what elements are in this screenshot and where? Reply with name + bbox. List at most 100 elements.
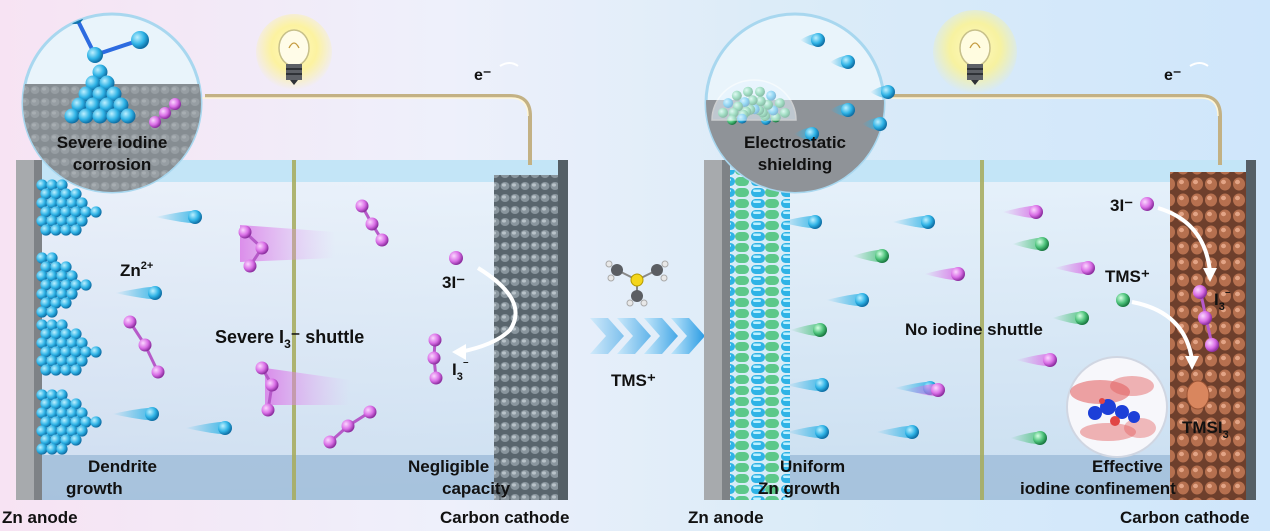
tms-label: TMS⁺: [1105, 267, 1150, 286]
zn-dendrite-sphere: [56, 270, 68, 282]
tmsi3-label: TMSI3: [1182, 418, 1229, 441]
tmsi3-particle: [1186, 380, 1210, 410]
right-bubble-label-2: shielding: [758, 155, 833, 174]
confinement-label-2: iodine confinement: [1020, 479, 1176, 498]
zn-dendrite-sphere: [46, 337, 58, 349]
zn-dendrite-sphere: [46, 319, 58, 331]
zn-dendrite-sphere: [40, 188, 52, 200]
zn-dendrite-sphere: [40, 346, 52, 358]
iodine-ion: [1054, 261, 1095, 275]
zn-dendrite-sphere: [56, 179, 68, 191]
zn-dendrite-sphere: [40, 261, 52, 273]
zn-pyramid-sphere: [85, 97, 101, 113]
right-anode-label: Zn anode: [688, 508, 764, 527]
zn-dendrite-sphere: [60, 346, 72, 358]
zn-dendrite-sphere: [60, 398, 72, 410]
tms-arrow: [1131, 300, 1194, 361]
zn-dendrite-sphere: [50, 364, 62, 376]
right-wire-highlight: [885, 97, 1219, 117]
zn-dendrite-sphere: [40, 434, 52, 446]
zn-dendrite-sphere: [70, 416, 82, 428]
tms-ion: [1116, 293, 1130, 307]
zn-dendrite-sphere: [76, 337, 88, 349]
left-electrolyte-bottom: [38, 455, 558, 500]
zn-dendrite-sphere: [40, 279, 52, 291]
zn-dendrite-sphere: [90, 206, 102, 218]
bubble-triiodide: [149, 98, 181, 128]
bubble-zn-ion: [830, 103, 855, 117]
zn-dendrite-sphere: [70, 364, 82, 376]
zn-ion: [786, 425, 829, 439]
left-electron-label: e⁻: [474, 67, 491, 84]
left-cell: e⁻ Severe iodine corrosion: [2, 12, 569, 527]
uniform-label-2: Zn growth: [758, 479, 840, 498]
confinement-label-1: Effective: [1092, 457, 1163, 476]
zn-dendrite-sphere: [60, 434, 72, 446]
left-separator: [292, 160, 296, 500]
zn-dendrite-sphere: [50, 297, 62, 309]
left-electrolyte: [38, 160, 558, 500]
zn-ion-label: Zn2+: [120, 260, 153, 280]
zn-dendrite-sphere: [36, 215, 48, 227]
zn-dendrite-sphere: [36, 337, 48, 349]
zn-dendrite-sphere: [36, 425, 48, 437]
zn-dendrite-sphere: [46, 270, 58, 282]
zn-dendrite-sphere: [56, 319, 68, 331]
right-triiodide-molecule: [1193, 285, 1219, 352]
iodine-ion: [904, 383, 945, 397]
zn-ion: [115, 286, 162, 300]
left-triiodide-label: I3⁻: [452, 359, 469, 383]
zn-dendrite-sphere: [80, 416, 92, 428]
right-iodide-label: 3I⁻: [1110, 196, 1133, 215]
zn-dendrite-sphere: [46, 355, 58, 367]
right-conversion-arrowhead-icon: [1203, 268, 1217, 282]
right-electrolyte-bottom: [725, 455, 1250, 500]
zn-dendrite-sphere: [36, 179, 48, 191]
zn-dendrite-sphere: [66, 270, 78, 282]
zn-dendrite-sphere: [70, 434, 82, 446]
left-conversion-arrowhead-icon: [452, 344, 466, 360]
right-iodide-ion: [1140, 197, 1154, 211]
left-cathode-plate: [558, 160, 568, 500]
zn-dendrite-sphere: [80, 206, 92, 218]
zn-dendrite-sphere: [50, 224, 62, 236]
zn-dendrite-sphere: [50, 434, 62, 446]
left-zn-anode-edge: [34, 160, 42, 500]
iodine-ion: [924, 267, 965, 281]
zn-dendrite-sphere: [66, 407, 78, 419]
bubble-zn-ions: [794, 33, 895, 141]
zn-dendrite-sphere: [60, 297, 72, 309]
tms-ion: [1012, 237, 1049, 251]
right-cell: e⁻ Electrostatic shielding No iodine shu…: [688, 10, 1256, 527]
zn-dendrite-sphere: [46, 252, 58, 264]
tms-arrowhead-icon: [1185, 356, 1199, 370]
zn-dendrite-sphere: [60, 224, 72, 236]
iodine-ion: [1016, 353, 1057, 367]
zn-dendrite-sphere: [70, 328, 82, 340]
zn-dendrite-sphere: [36, 355, 48, 367]
left-wire: [205, 94, 532, 165]
zn-dendrite-sphere: [56, 215, 68, 227]
zn-dendrite-sphere: [40, 206, 52, 218]
zn-dendrite-sphere: [60, 261, 72, 273]
right-cathode-label: Carbon cathode: [1120, 508, 1249, 527]
zn-ion: [185, 421, 232, 435]
bubble-zn-ion: [862, 117, 887, 131]
zn-pyramid-sphere: [78, 86, 94, 102]
zn-dendrite-sphere: [60, 364, 72, 376]
zn-dendrite-sphere: [36, 270, 48, 282]
zn-dendrite-sphere: [90, 346, 102, 358]
right-conversion-arrow: [1157, 206, 1212, 273]
zn-dendrite-sphere: [40, 224, 52, 236]
zn-dendrite-sphere: [80, 279, 92, 291]
triiodide: [323, 405, 377, 449]
zn-dendrite-sphere: [36, 319, 48, 331]
chevron-right-icon: [590, 318, 705, 354]
bubble-zn-ion: [794, 127, 819, 141]
zn-dendrite-sphere: [46, 306, 58, 318]
zn-dendrite-sphere: [56, 389, 68, 401]
triiodide: [255, 361, 279, 417]
zn-ion: [112, 407, 159, 421]
zn-pyramid-sphere: [85, 75, 101, 91]
zn-dendrite-sphere: [40, 416, 52, 428]
